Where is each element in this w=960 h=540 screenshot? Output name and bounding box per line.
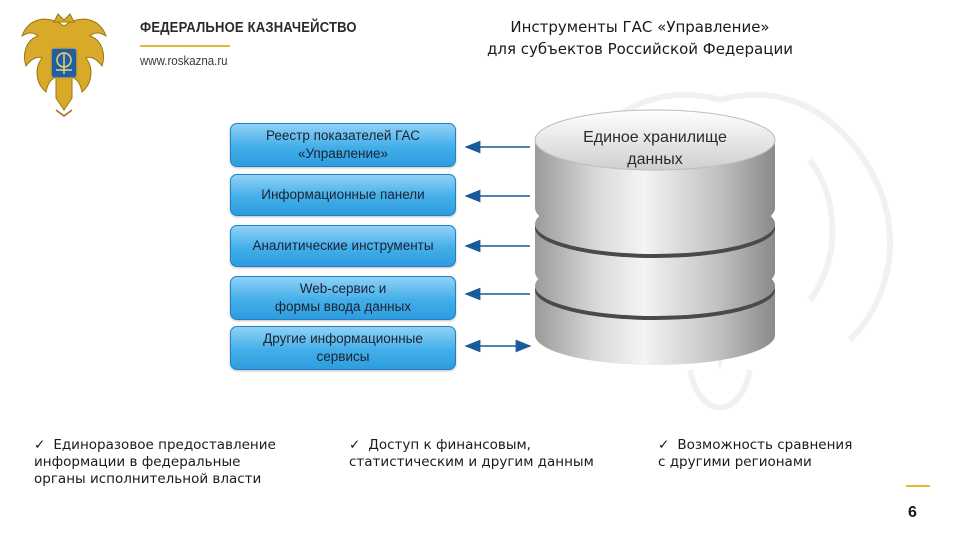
database-cylinder [534, 109, 776, 365]
benefit-line: статистическим и другим данным [349, 454, 594, 470]
checkmark-icon: ✓ [658, 437, 670, 453]
slide-title-line-1: Инструменты ГАС «Управление» [510, 18, 770, 36]
benefit-line: информации в федеральные [34, 454, 241, 470]
page-number: 6 [908, 504, 917, 521]
tool-box-label: Другие информационные [263, 331, 423, 346]
org-url-link[interactable]: www.roskazna.ru [140, 54, 228, 68]
storage-label-line-2: данных [627, 151, 682, 168]
benefit-text: Возможность сравнения [677, 437, 853, 453]
tool-box-label: Информационные панели [261, 187, 425, 202]
arrows-group [464, 140, 532, 353]
org-name: ФЕДЕРАЛЬНОЕ КАЗНАЧЕЙСТВО [140, 20, 357, 36]
benefit-line: ✓ Единоразовое предоставление [34, 437, 276, 454]
tool-box-label: Аналитические инструменты [252, 238, 434, 253]
org-divider [140, 45, 230, 47]
tool-box-4: Web-сервис и формы ввода данных [230, 276, 456, 320]
benefit-line: ✓ Возможность сравнения [658, 437, 852, 454]
checkmark-icon: ✓ [34, 437, 46, 453]
benefit-text: Доступ к финансовым, [368, 437, 531, 453]
checkmark-icon: ✓ [349, 437, 361, 453]
storage-label-line-1: Единое хранилище [583, 129, 727, 146]
benefit-line: ✓ Доступ к финансовым, [349, 437, 594, 454]
tool-box-label: формы ввода данных [274, 299, 412, 314]
tool-box-label: Web-сервис и [299, 281, 387, 296]
emblem-icon [21, 13, 107, 117]
benefit-item-2: ✓ Доступ к финансовым,статистическим и др… [349, 437, 594, 471]
tool-box-label: «Управление» [297, 146, 389, 161]
benefit-line: органы исполнительной власти [34, 471, 262, 487]
tool-box-2: Информационные панели [230, 174, 456, 216]
page-number-divider [906, 485, 930, 487]
tool-box-3: Аналитические инструменты [230, 225, 456, 267]
benefit-text: Единоразовое предоставление [53, 437, 276, 453]
tool-box-1: Реестр показателей ГАС «Управление» [230, 123, 456, 167]
benefit-line: с другими регионами [658, 454, 812, 470]
slide-title: Инструменты ГАС «Управление» для субъект… [440, 16, 840, 60]
slide-title-line-2: для субъектов Российской Федерации [487, 40, 793, 58]
tool-box-5: Другие информационные сервисы [230, 326, 456, 370]
tool-box-label: Реестр показателей ГАС [265, 128, 421, 143]
tool-box-label: сервисы [316, 349, 370, 364]
